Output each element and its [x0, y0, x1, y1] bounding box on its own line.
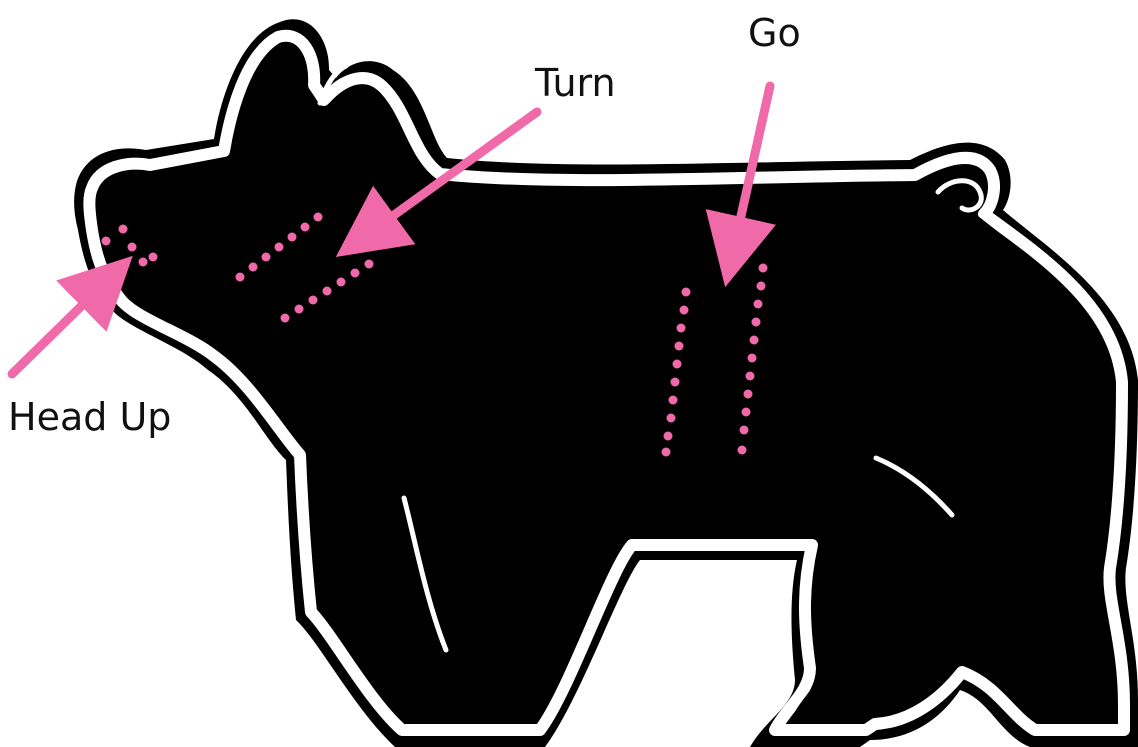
turn-label: Turn: [535, 61, 616, 105]
front-leg-line: [401, 495, 449, 653]
head-up-arrow: [7, 255, 133, 379]
head-up-label: Head Up: [8, 395, 172, 439]
go-arrow: [705, 81, 776, 288]
head-up-dots: [101, 224, 158, 267]
go-label: Go: [748, 11, 801, 55]
turn-dots: [235, 212, 374, 323]
tail: [935, 178, 984, 213]
ear-detail: [317, 63, 349, 106]
rear-leg-line: [873, 455, 955, 518]
pig-outline-white: [83, 29, 1130, 736]
go-dots: [661, 263, 768, 457]
turn-arrow: [335, 107, 542, 258]
